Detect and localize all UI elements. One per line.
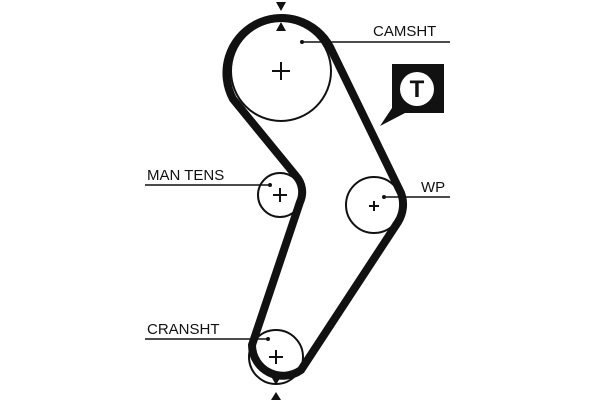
crankshaft-label: CRANSHT [147,321,220,338]
timing-belt [222,14,408,380]
tensioner-badge-icon: T [380,64,444,126]
top-timing-mark-up-icon [276,22,286,31]
camshaft-label: CAMSHT [373,23,436,40]
leader-lines [145,41,450,340]
top-timing-mark-down-icon [276,2,286,11]
water-pump-label: WP [421,179,445,196]
bottom-timing-mark-down-icon [272,378,280,385]
manual-tensioner-label: MAN TENS [147,167,224,184]
bottom-timing-mark-up-icon [271,392,281,400]
badge-letter: T [410,76,425,103]
center-marks [269,62,379,364]
leader-dots [266,40,386,341]
